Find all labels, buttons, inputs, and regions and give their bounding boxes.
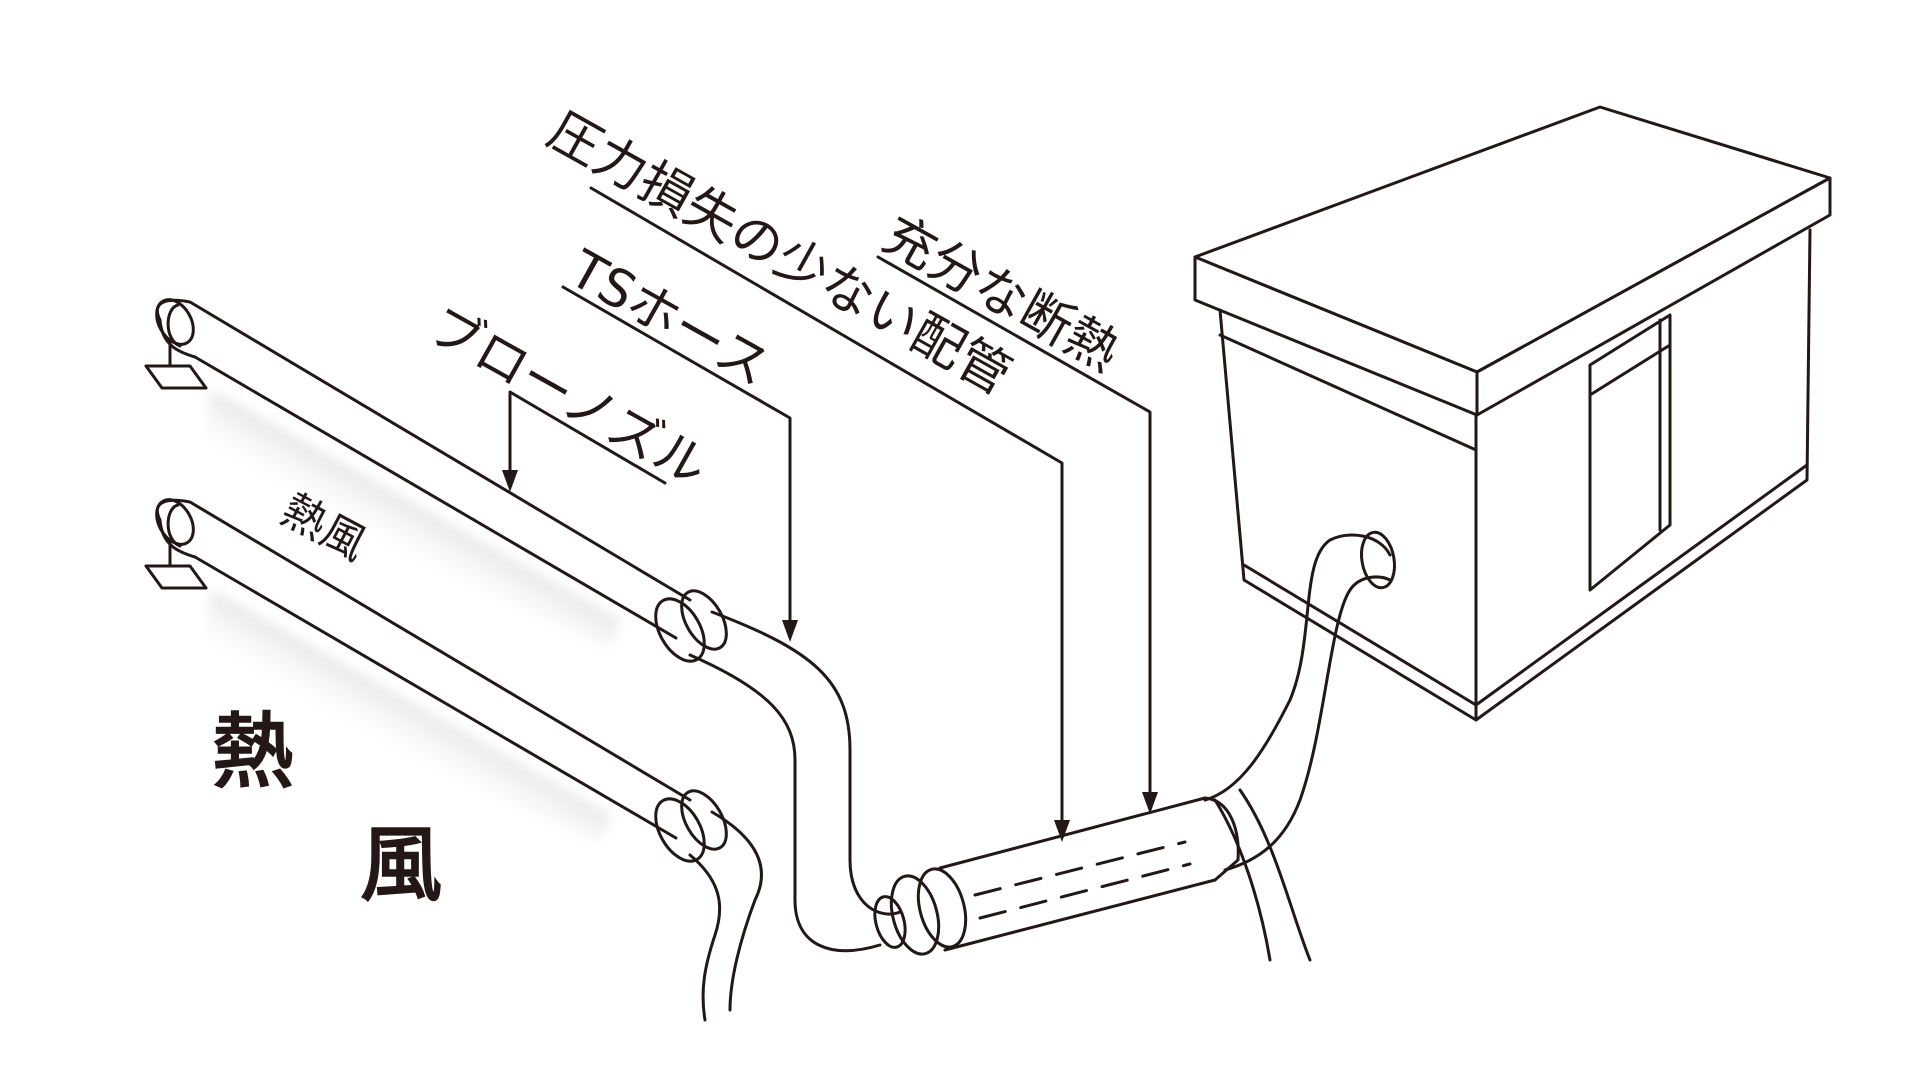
ts-hose-upper (710, 610, 902, 916)
blower-cabinet (1193, 105, 1832, 722)
flex-hose-outer (1203, 533, 1392, 802)
hot-air-stream-upper (200, 390, 620, 650)
ts-hose-lower (710, 810, 763, 1012)
arrow-insulation (1142, 792, 1158, 814)
insulated-pipe (873, 796, 1240, 956)
label-hot-air-big-2: 風 (360, 818, 443, 913)
flex-hose-strap2 (1238, 788, 1312, 962)
blow-nozzle-lower (144, 498, 728, 863)
hot-air-stream-lower (200, 590, 610, 845)
arrow-blow-nozzle (502, 470, 518, 492)
flex-hose-inner (1223, 575, 1392, 872)
label-hot-air-big-1: 熱 (212, 705, 295, 800)
arrow-pressure-loss (1054, 820, 1070, 842)
flex-hose-strap (1213, 798, 1272, 962)
leader-ts-hose (561, 285, 792, 630)
ts-hose-upper-inner (688, 653, 882, 953)
blow-nozzle-upper (144, 298, 728, 663)
ts-hose-lower-inner (688, 853, 722, 1022)
leader-blow-nozzle (508, 390, 667, 485)
leader-insulation (876, 255, 1152, 802)
arrow-ts-hose (782, 620, 798, 642)
leader-pressure-loss (589, 186, 1064, 830)
